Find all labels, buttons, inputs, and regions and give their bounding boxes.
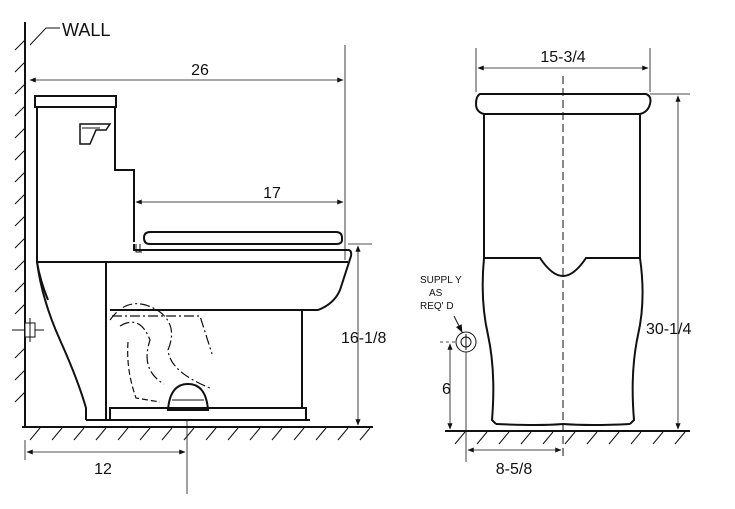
seat-lid	[142, 231, 343, 245]
outlet-horn	[166, 382, 210, 411]
dim-16-1-8-label: 16-1/8	[341, 330, 386, 347]
pedestal-front	[36, 261, 87, 420]
dim-12-label: 12	[94, 461, 112, 478]
tank-right	[114, 107, 135, 242]
supply-symbol-icon	[455, 331, 477, 353]
supply-label-3: REQ' D	[420, 301, 454, 312]
dim-26-label: 26	[191, 62, 209, 79]
front-view: SUPPL Y AS REQ' D 15-3/4 30-1/4 6 8-5/8	[420, 48, 691, 478]
dim-6-label: 6	[442, 381, 451, 398]
trapway-upper	[109, 303, 211, 389]
front-pedestal-right	[629, 257, 644, 425]
tank-lid	[34, 95, 117, 108]
dim-30-1-4-label: 30-1/4	[646, 321, 691, 338]
supply-label-1: SUPPL Y	[420, 275, 462, 286]
side-floor-hatch	[29, 427, 371, 441]
dim-8-5-8-label: 8-5/8	[496, 461, 533, 478]
wall-leader	[29, 27, 60, 46]
wall-supply-valve	[12, 318, 44, 342]
front-pedestal-left	[481, 257, 497, 425]
front-seat-line	[484, 257, 640, 278]
flush-handle-icon	[79, 123, 112, 145]
bowl-rim	[110, 244, 353, 311]
supply-label-2: AS	[429, 288, 443, 299]
side-view: WALL	[12, 20, 386, 494]
wall-label: WALL	[62, 20, 110, 40]
supply-leader	[453, 315, 463, 333]
front-floor-hatch	[454, 431, 686, 445]
dim-15-3-4-label: 15-3/4	[540, 49, 585, 66]
dim-17-label: 17	[263, 185, 281, 202]
pedestal-inner	[36, 261, 49, 301]
wall-hatch	[14, 39, 26, 403]
